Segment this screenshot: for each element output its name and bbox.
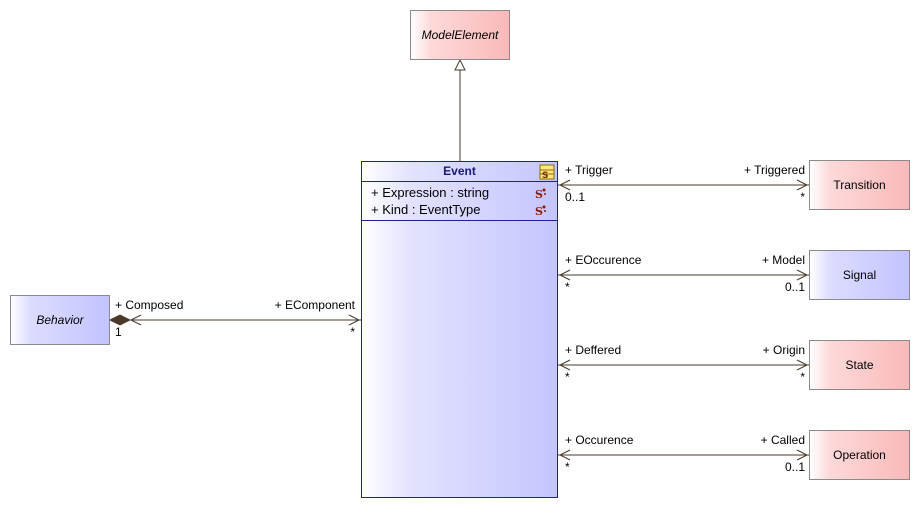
stereotype-icon: S xyxy=(539,164,555,180)
role-eoccurence: + EOccurence xyxy=(565,253,642,267)
class-model-element[interactable]: ModelElement xyxy=(410,10,510,60)
mult-called: 0..1 xyxy=(784,460,805,474)
class-transition[interactable]: Transition xyxy=(809,160,910,210)
assoc-behavior-arrow-right xyxy=(348,314,361,326)
static-attribute-icon: S xyxy=(535,205,546,217)
role-composed: + Composed xyxy=(115,298,184,312)
mult-triggered: * xyxy=(800,190,805,204)
class-operation-label: Operation xyxy=(833,448,886,462)
assoc-transition-arrow-right xyxy=(796,179,809,191)
generalization-arrowhead xyxy=(454,58,466,71)
class-event-label: Event xyxy=(443,164,476,178)
class-event-header: Event S xyxy=(362,162,557,182)
class-model-element-label: ModelElement xyxy=(421,28,499,42)
svg-text:S: S xyxy=(535,205,543,217)
role-origin: + Origin xyxy=(762,343,805,357)
role-called: + Called xyxy=(760,433,805,447)
mult-composed: 1 xyxy=(115,325,122,339)
mult-origin: * xyxy=(800,370,805,384)
role-trigger: + Trigger xyxy=(565,163,613,177)
svg-text:S: S xyxy=(535,188,543,200)
attribute-expression: + Expression : string xyxy=(371,185,490,200)
composition-diamond xyxy=(108,314,132,326)
mult-eoccurence: * xyxy=(565,280,570,294)
class-behavior-label: Behavior xyxy=(36,313,84,327)
class-state-label: State xyxy=(845,358,874,372)
class-transition-label: Transition xyxy=(833,178,886,192)
static-attribute-icon: S xyxy=(535,188,546,200)
assoc-signal-arrow-right xyxy=(796,269,809,281)
class-event[interactable]: Event S + Expression : string S + Kind :… xyxy=(361,161,558,498)
class-event-attributes: + Expression : string S + Kind : EventTy… xyxy=(362,182,557,221)
svg-text:S: S xyxy=(542,171,548,180)
role-model: + Model xyxy=(761,253,805,267)
class-behavior[interactable]: Behavior xyxy=(10,295,110,345)
mult-model: 0..1 xyxy=(784,280,805,294)
assoc-behavior-arrow-left xyxy=(129,314,142,326)
role-occurence: + Occurence xyxy=(565,433,634,447)
mult-ecomponent: * xyxy=(350,325,355,339)
class-signal[interactable]: Signal xyxy=(809,250,910,300)
attribute-kind: + Kind : EventType xyxy=(371,202,481,217)
mult-occurence: * xyxy=(565,460,570,474)
assoc-operation-arrow-right xyxy=(796,449,809,461)
role-ecomponent: + EComponent xyxy=(274,298,355,312)
class-signal-label: Signal xyxy=(842,268,877,282)
assoc-transition-arrow-left xyxy=(558,179,571,191)
mult-trigger: 0..1 xyxy=(565,190,586,204)
mult-deffered: * xyxy=(565,370,570,384)
assoc-operation-arrow-left xyxy=(558,449,571,461)
assoc-state-arrow-left xyxy=(558,359,571,371)
assoc-state-arrow-right xyxy=(796,359,809,371)
role-triggered: + Triggered xyxy=(743,163,805,177)
assoc-signal-arrow-left xyxy=(558,269,571,281)
role-deffered: + Deffered xyxy=(565,343,622,357)
class-state[interactable]: State xyxy=(809,340,910,390)
class-operation[interactable]: Operation xyxy=(809,430,910,480)
